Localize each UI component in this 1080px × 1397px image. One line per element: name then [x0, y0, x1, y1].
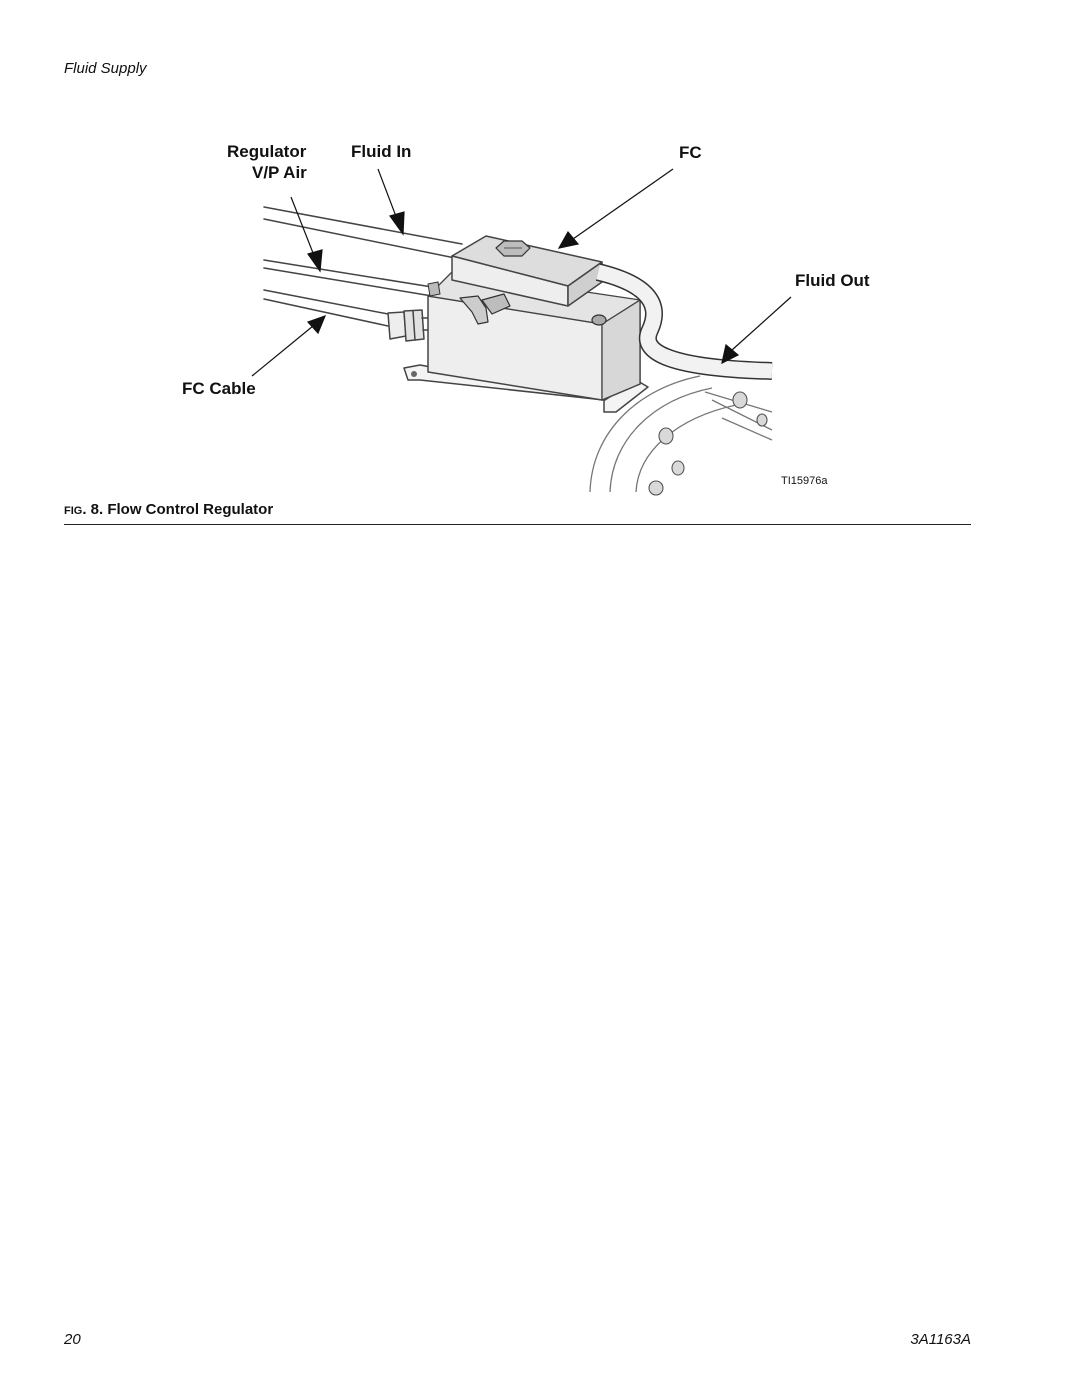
callout-fc: FC — [679, 143, 702, 162]
callout-fluid-in: Fluid In — [351, 142, 412, 161]
figure-caption: FIG. 8. Flow Control Regulator — [64, 501, 273, 518]
flow-control-regulator-illustration — [251, 168, 792, 496]
section-title: Fluid Supply — [64, 60, 147, 77]
page-number: 20 — [64, 1331, 81, 1348]
callout-vp-air: V/P Air — [252, 163, 307, 182]
figure-id: TI15976a — [781, 475, 828, 487]
caption-prefix: FIG — [64, 505, 83, 517]
caption-divider — [64, 524, 971, 525]
document-number: 3A1163A — [910, 1331, 971, 1348]
callout-regulator: Regulator — [227, 142, 307, 161]
callout-fluid-out: Fluid Out — [795, 271, 870, 290]
callout-fc-cable: FC Cable — [182, 379, 256, 398]
caption-text: . 8. Flow Control Regulator — [82, 501, 274, 518]
